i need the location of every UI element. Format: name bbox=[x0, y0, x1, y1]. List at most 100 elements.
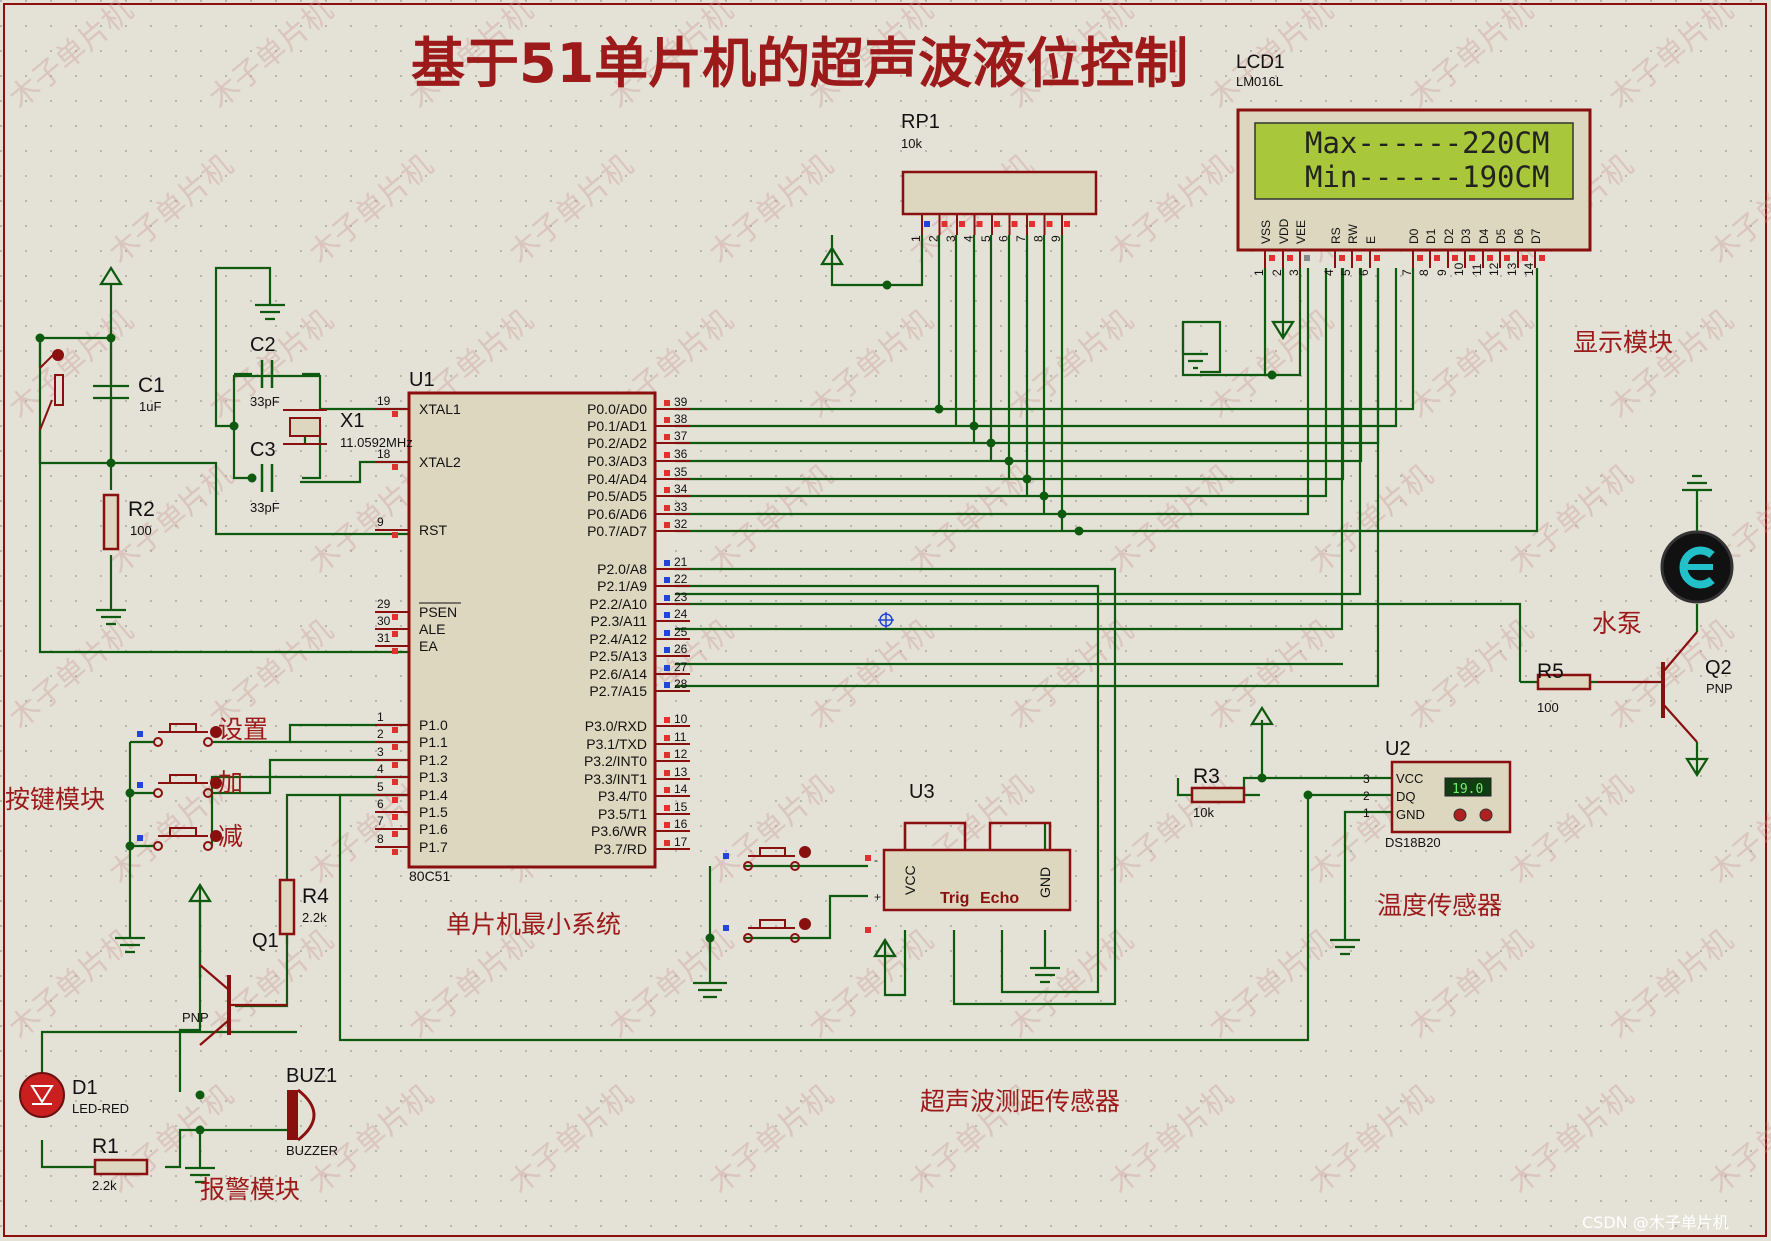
u1-pin-state bbox=[664, 822, 670, 828]
u1-pin-p1-2: P1.2 bbox=[419, 752, 448, 768]
lcd-pin-name-rw: RW bbox=[1346, 224, 1360, 244]
u1-pin-state bbox=[664, 505, 670, 511]
u1-pin-number: 34 bbox=[674, 482, 688, 496]
x1-value: 11.0592MHz bbox=[340, 435, 413, 450]
capacitor-c1[interactable]: C1 1uF bbox=[93, 338, 165, 463]
rp1-pin-number: 8 bbox=[1032, 235, 1046, 242]
u1-pin-number: 4 bbox=[377, 762, 384, 776]
transistor-q2[interactable]: Q2 PNP bbox=[1597, 631, 1733, 743]
capacitor-c3[interactable]: C3 33pF bbox=[250, 439, 280, 515]
lcd-pin-name-d7: D7 bbox=[1529, 228, 1543, 244]
u1-pin-number: 22 bbox=[674, 572, 688, 586]
u1-pin-state bbox=[664, 487, 670, 493]
ultrasonic-u3[interactable]: U3 VCC Trig Echo GND - + bbox=[874, 781, 1072, 912]
lcd-pin-name-d0: D0 bbox=[1407, 228, 1421, 244]
u2-ref: U2 bbox=[1385, 738, 1411, 760]
resistor-r5[interactable]: R5 100 bbox=[1536, 660, 1592, 715]
r3-value: 10k bbox=[1193, 805, 1214, 820]
u2-pin-gnd: GND bbox=[1396, 807, 1425, 822]
u1-pin-state bbox=[392, 648, 398, 654]
u1-pin-number: 36 bbox=[674, 447, 688, 461]
u1-pin-number: 23 bbox=[674, 590, 688, 604]
key-sub-button[interactable] bbox=[153, 827, 222, 851]
u1-pin-p2-5: P2.5/A13 bbox=[589, 648, 647, 664]
rp1-pin-number: 2 bbox=[927, 235, 941, 242]
u1-pin-state bbox=[664, 665, 670, 671]
lcd-pin-state bbox=[1287, 255, 1293, 261]
lcd-pin-number: 4 bbox=[1322, 269, 1336, 276]
lcd-pin-state bbox=[1452, 255, 1458, 261]
lcd-display[interactable]: LCD1 LM016L Max------220CM Min------190C… bbox=[1236, 52, 1592, 276]
u1-pin-number: 3 bbox=[377, 745, 384, 759]
lcd-pin-state bbox=[1356, 255, 1362, 261]
module-label-mcu: 单片机最小系统 bbox=[446, 910, 621, 939]
u1-pin-p2-6: P2.6/A14 bbox=[589, 666, 647, 682]
lcd-pin-name-vdd: VDD bbox=[1277, 218, 1291, 244]
u1-pin-state bbox=[664, 595, 670, 601]
lcd-pin-number: 7 bbox=[1400, 269, 1414, 276]
u3-pin-state bbox=[865, 927, 871, 933]
u1-pin-p0-6: P0.6/AD6 bbox=[587, 506, 647, 522]
reset-switch[interactable] bbox=[39, 349, 64, 431]
lcd-pin-number: 14 bbox=[1522, 262, 1536, 276]
key-set-button[interactable] bbox=[153, 723, 222, 747]
resistor-r3[interactable]: R3 10k bbox=[1190, 765, 1246, 820]
u1-pin-state bbox=[664, 630, 670, 636]
u2-body bbox=[1390, 760, 1512, 834]
lcd-pin-name-rs: RS bbox=[1329, 227, 1343, 244]
resistor-r4[interactable]: R4 2.2k bbox=[278, 878, 329, 936]
resistor-r2[interactable]: R2 100 bbox=[102, 493, 155, 551]
d1-ref: D1 bbox=[72, 1077, 98, 1099]
u1-pin-number: 7 bbox=[377, 814, 384, 828]
c3-ref: C3 bbox=[250, 439, 276, 461]
module-label-temperature: 温度传感器 bbox=[1377, 891, 1502, 920]
key-add-button[interactable] bbox=[153, 774, 222, 798]
trig-test-button[interactable] bbox=[743, 918, 811, 943]
module-label-pump: 水泵 bbox=[1592, 609, 1642, 638]
u2-readout[interactable]: 19.0 bbox=[1452, 782, 1483, 797]
u1-pin-number: 9 bbox=[377, 515, 384, 529]
rp1-pin-state bbox=[994, 221, 1000, 227]
u1-pin-number: 18 bbox=[377, 447, 391, 461]
u1-pin-ea: EA bbox=[419, 638, 438, 654]
temperature-sensor-u2[interactable]: U2 VCC DQ GND 19.0 DS18B20 3 2 1 bbox=[1363, 738, 1512, 850]
led-d1[interactable]: D1 LED-RED bbox=[19, 1072, 129, 1118]
u1-pin-p3-6: P3.6/WR bbox=[591, 823, 647, 839]
u2-increase-icon[interactable] bbox=[1479, 808, 1493, 822]
u2-decrease-icon[interactable] bbox=[1453, 808, 1467, 822]
u1-pin-p0-3: P0.3/AD3 bbox=[587, 453, 647, 469]
transistor-q1[interactable]: Q1 PNP bbox=[182, 930, 287, 1046]
pump-motor[interactable] bbox=[1660, 530, 1734, 604]
u1-pin-number: 5 bbox=[377, 780, 384, 794]
module-label-alarm: 报警模块 bbox=[200, 1175, 300, 1204]
echo-test-button[interactable] bbox=[743, 846, 811, 871]
u1-pin-state bbox=[392, 762, 398, 768]
module-label-ultrasonic: 超声波测距传感器 bbox=[920, 1087, 1120, 1116]
q2-emitter-arrow bbox=[1685, 757, 1709, 778]
u1-pin-p0-0: P0.0/AD0 bbox=[587, 401, 647, 417]
key-pin-state bbox=[137, 835, 143, 841]
page-title: 基于51单片机的超声波液位控制 bbox=[411, 32, 1188, 95]
lcd-pin-name-d2: D2 bbox=[1442, 228, 1456, 244]
u1-pin-number: 32 bbox=[674, 517, 688, 531]
buz1-ref: BUZ1 bbox=[286, 1065, 337, 1087]
lcd-pin-number: 12 bbox=[1487, 262, 1501, 276]
u1-pin-p0-7: P0.7/AD7 bbox=[587, 523, 647, 539]
capacitor-c2[interactable]: C2 33pF bbox=[250, 334, 280, 409]
power-symbols bbox=[99, 235, 1709, 958]
u1-pin-state bbox=[664, 470, 670, 476]
crystal-x1[interactable]: X1 11.0592MHz bbox=[283, 409, 413, 450]
u1-pin-state bbox=[664, 805, 670, 811]
buzzer-buz1[interactable]: BUZ1 BUZZER bbox=[286, 1065, 338, 1158]
resistor-r1[interactable]: R1 2.2k bbox=[92, 1135, 149, 1193]
u2-pin-vcc: VCC bbox=[1396, 771, 1423, 786]
u1-pin-p1-1: P1.1 bbox=[419, 734, 448, 750]
rp1-ref: RP1 bbox=[901, 111, 940, 133]
lcd-pin-number: 11 bbox=[1470, 263, 1484, 276]
u1-pin-number: 16 bbox=[674, 817, 688, 831]
u1-pin-state bbox=[392, 532, 398, 538]
u3-pin-vcc: VCC bbox=[902, 865, 918, 895]
